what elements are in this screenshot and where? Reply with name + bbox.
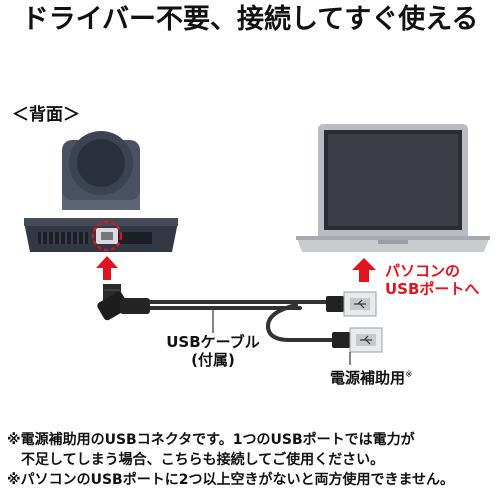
usb-b-connector-icon <box>97 284 150 321</box>
note-line: ※パソコンのUSBポートに2つ以上空きがないと両方使用できません。 <box>7 472 455 488</box>
usb-cable <box>148 300 336 342</box>
cable-label-included: (付属) <box>191 351 235 369</box>
pc-port-label-line2: USBポートへ <box>385 280 480 298</box>
aux-power-label: 電源補助用※ <box>330 366 413 387</box>
aux-power-label-text: 電源補助用 <box>330 369 406 387</box>
up-arrow-icon <box>96 256 118 280</box>
usb-trident-icon <box>354 299 366 309</box>
pc-port-label-line1: パソコンの <box>385 262 461 280</box>
up-arrow-icon <box>352 258 376 282</box>
port-highlight-circle <box>91 220 123 252</box>
note-line: 不足してしまう場合、こちらも接続してご使用ください。 <box>21 452 385 468</box>
usb-a-connector-icon <box>326 291 377 317</box>
cable-label: USBケーブル (付属) <box>158 333 268 369</box>
notes-block: ※電源補助用のUSBコネクタです。1つのUSBポートでは電力が 不足してしまう場… <box>7 430 454 490</box>
laptop-illustration <box>296 124 490 252</box>
cable-label-name: USBケーブル <box>166 333 260 351</box>
pc-port-label: パソコンの USBポートへ <box>385 262 479 298</box>
usb-trident-icon <box>360 335 372 345</box>
camera-illustration <box>24 131 178 252</box>
back-view-label: ＜背面＞ <box>12 105 80 125</box>
note-line: ※電源補助用のUSBコネクタです。1つのUSBポートでは電力が <box>7 432 415 448</box>
aux-power-label-mark: ※ <box>405 370 413 380</box>
page-headline: ドライバー不要、接続してすぐ使える <box>21 4 479 35</box>
usb-a-connector-icon <box>332 327 383 353</box>
